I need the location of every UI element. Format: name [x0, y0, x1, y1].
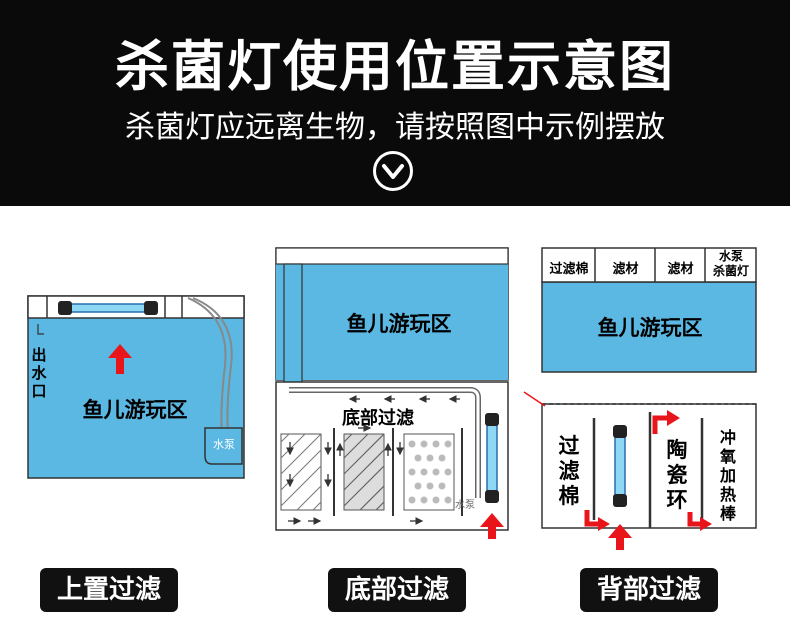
panel2-pump-label: 水泵: [455, 500, 475, 511]
panel2-red-arrow-icon: [480, 513, 504, 539]
panel1-outlet-label: 出水口: [31, 346, 47, 400]
page-subtitle: 杀菌灯应远离生物，请按照图中示例摆放: [125, 110, 665, 145]
panel3-aerator-heater: 冲氧加热棒: [719, 428, 736, 523]
caption-bottom-filter: 底部过滤: [328, 568, 466, 612]
panel3-filter-cotton: 过滤棉: [558, 434, 580, 508]
panel3-uv-lamp-icon: [613, 425, 627, 507]
panel3-top-label-2: 滤材: [612, 262, 639, 277]
caption-top-filter: 上置过滤: [40, 568, 178, 612]
panel3-top-label-1: 过滤棉: [549, 262, 589, 277]
page-title: 杀菌灯使用位置示意图: [115, 35, 675, 98]
panel2-filter-label: 底部过滤: [342, 408, 414, 429]
panel2-media-hatch: [280, 433, 452, 511]
panel3-top-label-3: 滤材: [667, 262, 694, 277]
panel2-flow-arrows: [286, 395, 460, 525]
panel3-tank: [523, 247, 757, 529]
panel2-uv-lamp-icon: [485, 413, 499, 503]
caption-back-filter: 背部过滤: [580, 568, 718, 612]
panel3-ceramic-ring: 陶瓷环: [666, 438, 688, 512]
panel1-uv-lamp-icon: [58, 301, 158, 315]
panel3-fish-zone: 鱼儿游玩区: [597, 316, 703, 340]
panel3-top-label-4: 水泵 杀菌灯: [712, 249, 749, 278]
panel3-red-arrow-icons: [584, 410, 712, 550]
panel1-red-arrow-icon: [108, 344, 132, 374]
panel1-fish-zone: 鱼儿游玩区: [82, 398, 188, 422]
header-banner: 杀菌灯使用位置示意图 杀菌灯应远离生物，请按照图中示例摆放: [0, 0, 790, 206]
panel2-tank: [275, 247, 509, 531]
panel2-fish-zone: 鱼儿游玩区: [346, 312, 452, 336]
panel1-pump-label: 水泵: [213, 438, 235, 451]
down-arrow-circle-icon: [373, 151, 413, 191]
diagram-area: 出水口 鱼儿游玩区 水泵 鱼儿游玩区 底部过滤 水泵 过滤棉 滤材 滤材 水泵 …: [0, 206, 790, 637]
diagram-graphics: [27, 247, 757, 550]
